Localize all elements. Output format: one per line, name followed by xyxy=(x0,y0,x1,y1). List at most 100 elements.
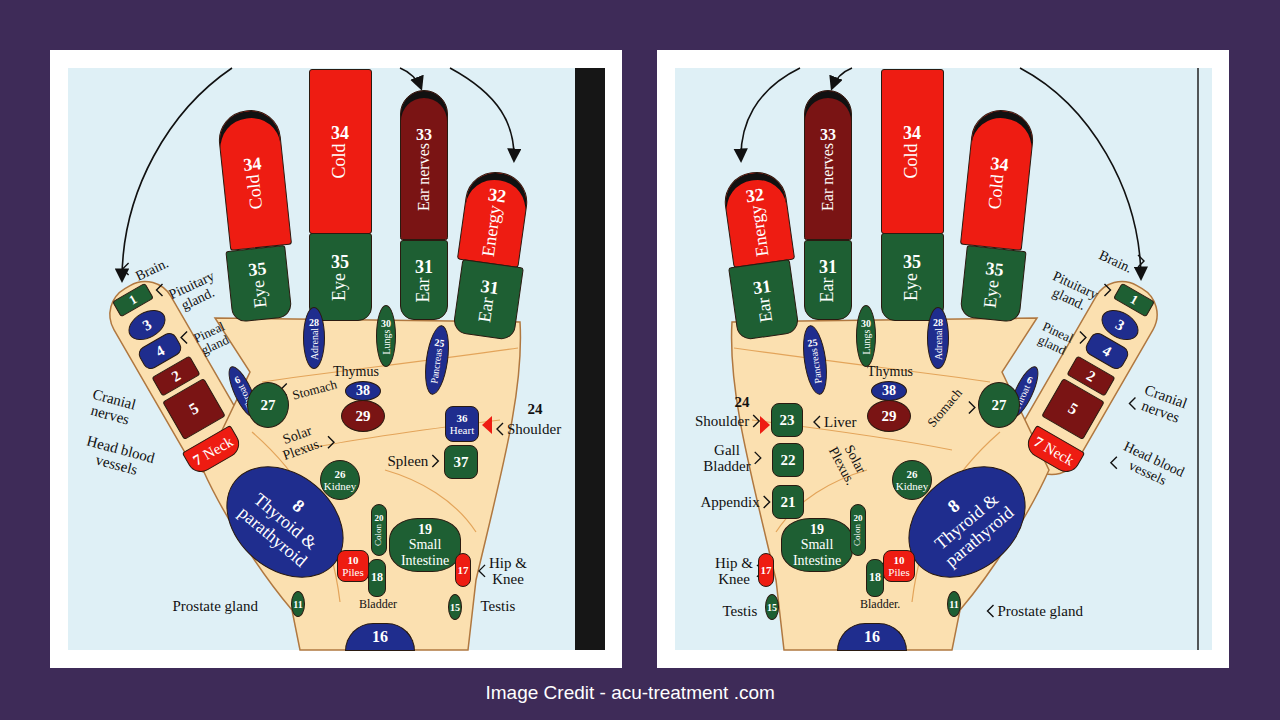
zone-number: 35 xyxy=(331,253,349,273)
panel xyxy=(50,50,622,668)
reflex-zone: 19Small Intestine xyxy=(781,518,853,572)
zone-label-text: Spleen xyxy=(388,454,429,470)
vertical-holder: Cold xyxy=(330,143,350,178)
panel-ground xyxy=(675,68,1212,650)
reflex-zone: 16 xyxy=(345,623,415,651)
zone-number: 3 xyxy=(1113,316,1128,334)
zone-label-text: Liver xyxy=(824,415,856,431)
pointer-chevron xyxy=(1080,331,1086,343)
zone-number: 19 xyxy=(810,522,824,537)
zone-number: 34 xyxy=(331,124,349,144)
reflex-zone: 35Eye xyxy=(309,233,372,321)
zone-label: Ear xyxy=(754,296,777,323)
reflex-zone: 23 xyxy=(771,403,803,437)
reflex-zone: 36Heart xyxy=(445,406,479,442)
zone-label-text: Testis xyxy=(481,599,516,615)
zone-number: 20 xyxy=(854,514,863,524)
reflex-zone: 22 xyxy=(772,443,804,477)
reflex-zone: 34Cold xyxy=(960,107,1036,251)
pointer-chevron xyxy=(755,452,761,464)
zone-label-text: Bladder xyxy=(359,598,397,611)
vertical-holder: Ear xyxy=(818,277,838,302)
vertical-holder: Ear xyxy=(754,296,777,324)
zone-label: Energy xyxy=(746,204,773,258)
zone-label-text: Stomach xyxy=(291,377,338,402)
zone-label-text: Appendix xyxy=(701,495,760,511)
zone-number: 31 xyxy=(819,258,837,278)
zone-label: Eye xyxy=(902,273,922,301)
pointer-chevron xyxy=(1138,255,1144,267)
reflex-zone: 17 xyxy=(455,553,471,587)
zone-label: Small Intestine xyxy=(786,537,848,568)
zone-label: Eye xyxy=(249,279,272,309)
reflex-zone: 10Piles xyxy=(337,550,369,582)
reflex-zone: 31Ear xyxy=(804,240,852,320)
zone-label: Piles xyxy=(888,566,909,578)
zone-label: Kidney xyxy=(896,480,928,492)
zone-label: Thyroid & parathyroid xyxy=(915,476,1032,583)
zone-number: 18 xyxy=(869,571,881,584)
zone-number: 22 xyxy=(781,452,796,469)
zone-number: 17 xyxy=(761,564,772,576)
zone-number: 35 xyxy=(984,259,1004,281)
reflex-zone: 29 xyxy=(341,400,385,432)
vertical-holder: Lungs xyxy=(861,329,872,354)
zone-label: Ear nerves xyxy=(819,143,837,211)
zone-label-text: Thymus xyxy=(867,365,913,380)
zone-number: 31 xyxy=(752,277,773,299)
pointer-chevron xyxy=(123,263,129,275)
vertical-holder: Energy xyxy=(479,204,506,258)
zone-number: 10 xyxy=(894,554,905,566)
vertical-holder: Energy xyxy=(746,204,773,258)
zone-number: 5 xyxy=(186,399,202,418)
reflex-zone: 20Colon xyxy=(371,504,387,556)
zone-number: 34 xyxy=(903,124,921,144)
zone-label: Pancreas xyxy=(808,347,824,384)
zone-label: Neck xyxy=(1041,439,1077,469)
vertical-holder: Eye xyxy=(330,273,350,301)
vertical-holder: Ear xyxy=(414,277,434,302)
reflex-zone: 30Lungs xyxy=(376,305,396,367)
vertical-holder: Cold xyxy=(902,143,922,178)
zone-number: 35 xyxy=(903,253,921,273)
reflex-zone: 27 xyxy=(247,382,289,428)
zone-label: Colon xyxy=(374,524,384,546)
zone-label-text: Pituitary gland. xyxy=(157,264,233,320)
pointer-chevron xyxy=(157,284,163,296)
zone-label: Eye xyxy=(330,273,350,301)
zone-label: Thyroid & parathyroid xyxy=(220,476,337,583)
zone-label-text: Testis xyxy=(723,604,758,620)
pointer-chevron xyxy=(181,331,187,343)
vertical-holder: Ear nerves xyxy=(415,143,433,211)
zone-label: Small Intestine xyxy=(394,537,456,568)
zone-number: 2 xyxy=(169,367,184,385)
vertical-holder: Ear xyxy=(475,296,498,324)
zone-number: 30 xyxy=(861,318,871,329)
zone-number: 34 xyxy=(243,154,263,176)
zone-number: 16 xyxy=(864,628,880,646)
zone-number: 32 xyxy=(745,185,766,207)
vertical-holder: Adrenal xyxy=(933,328,944,360)
zone-label: Eye xyxy=(981,279,1004,309)
vertical-holder: Cold xyxy=(244,174,268,211)
reflex-zone: 34Cold xyxy=(216,107,292,251)
reflex-zone: 35Eye xyxy=(225,245,292,323)
vertical-holder: Pancreas xyxy=(428,347,444,384)
zone-number: 20 xyxy=(375,514,384,524)
zone-label-text: Shoulder xyxy=(695,414,749,430)
pointer-chevron xyxy=(988,605,994,617)
zone-label: Neck xyxy=(200,433,236,463)
reflex-zone: 17 xyxy=(758,553,774,587)
reflex-zone: 11 xyxy=(947,591,961,617)
zone-number: 36 xyxy=(457,412,468,424)
pointer-chevron xyxy=(432,455,438,467)
zone-number: 27 xyxy=(992,397,1007,414)
zone-label: Cold xyxy=(902,143,922,178)
zone-number: 23 xyxy=(780,412,795,429)
zone-label: Lungs xyxy=(381,329,392,354)
vertical-holder: Adrenal xyxy=(309,328,320,360)
pointer-chevron xyxy=(764,496,770,508)
pointer-chevron xyxy=(479,565,485,577)
zone-label-text: Pineal gland xyxy=(183,315,242,362)
zone-label-text: Hip & Knee xyxy=(483,556,533,588)
